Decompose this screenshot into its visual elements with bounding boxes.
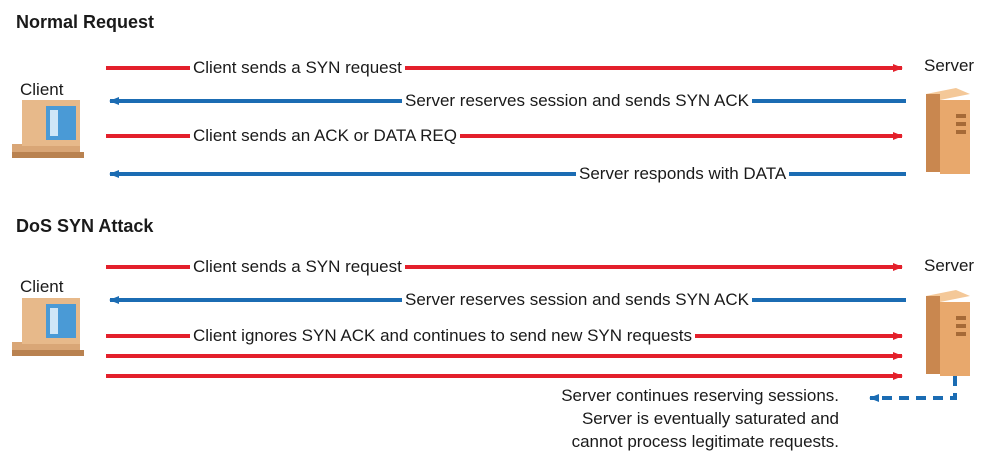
message-label: Client sends an ACK or DATA REQ bbox=[190, 126, 460, 146]
message-label: Server reserves session and sends SYN AC… bbox=[402, 290, 752, 310]
note-line: Server continues reserving sessions. bbox=[561, 386, 839, 405]
client-computer-icon bbox=[12, 298, 84, 356]
server-label-normal: Server bbox=[924, 56, 975, 75]
server-label-attack: Server bbox=[924, 256, 975, 275]
note-line: Server is eventually saturated and bbox=[581, 409, 839, 428]
saturation-note: Server continues reserving sessions. Ser… bbox=[561, 384, 839, 453]
server-tower-icon bbox=[926, 290, 970, 376]
normal-request-heading: Normal Request bbox=[16, 12, 155, 32]
message-label: Server reserves session and sends SYN AC… bbox=[402, 91, 752, 111]
saturation-dashed-connector bbox=[869, 376, 957, 402]
client-label-normal: Client bbox=[20, 80, 64, 99]
client-label-attack: Client bbox=[20, 277, 64, 296]
message-label: Client ignores SYN ACK and continues to … bbox=[190, 326, 695, 346]
client-computer-icon bbox=[12, 100, 84, 158]
dos-attack-heading: DoS SYN Attack bbox=[16, 216, 154, 236]
message-label: Server responds with DATA bbox=[576, 164, 790, 184]
message-label: Client sends a SYN request bbox=[190, 257, 405, 277]
server-tower-icon bbox=[926, 88, 970, 174]
note-line: cannot process legitimate requests. bbox=[571, 432, 839, 451]
message-label: Client sends a SYN request bbox=[190, 58, 405, 78]
